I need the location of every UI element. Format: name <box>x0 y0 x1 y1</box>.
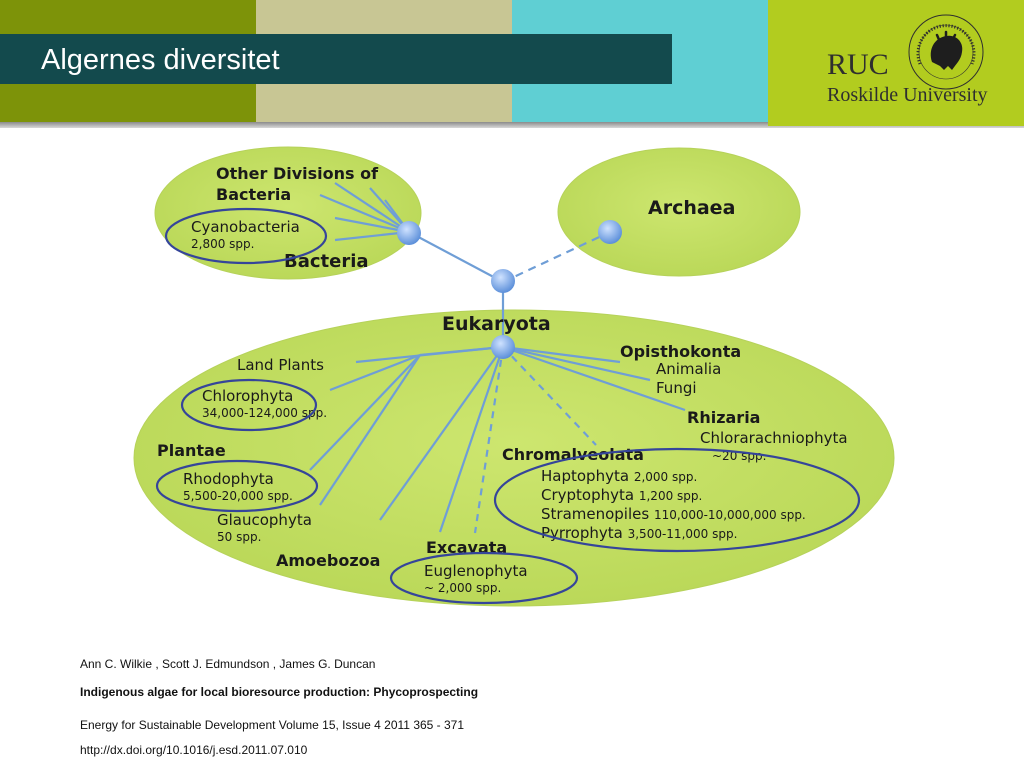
header-shadow <box>0 122 1024 128</box>
animalia-label: Animalia <box>656 360 721 378</box>
reference-journal: Energy for Sustainable Development Volum… <box>80 718 465 732</box>
bacteria-node <box>397 221 421 245</box>
other-bacteria-heading-line1: Other Divisions of <box>216 164 379 183</box>
chromalveolata-highlight-circle <box>493 447 861 553</box>
archaea-node <box>598 220 622 244</box>
eukaryota-ellipse <box>133 309 895 607</box>
pyrrophyta-label: Pyrrophyta 3,500-11,000 spp. <box>541 524 737 542</box>
pyrrophyta-spp: 3,500-11,000 spp. <box>628 527 738 541</box>
rhodophyta-spp: 5,500-20,000 spp. <box>183 489 293 503</box>
reference-authors: Ann C. Wilkie , Scott J. Edmundson , Jam… <box>80 657 376 671</box>
root-node <box>491 269 515 293</box>
cyanobacteria-label: Cyanobacteria <box>191 218 300 236</box>
chlorarachniophyta-label: Chlorarachniophyta <box>700 429 848 447</box>
haptophyta-label: Haptophyta 2,000 spp. <box>541 467 697 485</box>
title-bar <box>0 34 672 84</box>
euglenophyta-spp: ~ 2,000 spp. <box>424 581 501 595</box>
eukaryota-node <box>491 335 515 359</box>
archaea-branch <box>502 231 611 283</box>
haptophyta-spp: 2,000 spp. <box>634 470 697 484</box>
seal-lettering-ring <box>916 24 976 65</box>
rhizaria-label: Rhizaria <box>687 408 760 427</box>
plantae-label: Plantae <box>157 441 226 460</box>
glaucophyta-label: Glaucophyta <box>217 511 312 529</box>
eukaryota-dashed-branches <box>473 346 597 534</box>
glaucophyta-spp: 50 spp. <box>217 530 261 544</box>
page-title: Algernes diversitet <box>41 44 280 76</box>
opisthokonta-label: Opisthokonta <box>620 342 741 361</box>
land-plants-label: Land Plants <box>237 356 324 374</box>
reference-title: Indigenous algae for local bioresource p… <box>80 685 479 699</box>
bacteria-label: Bacteria <box>284 251 369 272</box>
eukaryota-label: Eukaryota <box>442 313 551 335</box>
chlorophyta-spp: 34,000-124,000 spp. <box>202 406 327 420</box>
euglenophyta-highlight-circle <box>389 551 579 605</box>
cryptophyta-label: Cryptophyta 1,200 spp. <box>541 486 702 504</box>
logo-name: Roskilde University <box>827 84 988 106</box>
chlorophyta-highlight-circle <box>180 378 318 432</box>
stramenopiles-label: Stramenopiles 110,000-10,000,000 spp. <box>541 505 806 523</box>
fungi-label: Fungi <box>656 379 697 397</box>
cyanobacteria-spp: 2,800 spp. <box>191 237 254 251</box>
eukaryota-branches <box>309 345 686 533</box>
rhodophyta-highlight-circle <box>155 459 319 513</box>
archaea-ellipse <box>557 147 801 277</box>
amoebozoa-label: Amoebozoa <box>276 551 380 570</box>
logo-abbrev: RUC <box>827 48 889 81</box>
chromalveolata-label: Chromalveolata <box>502 445 644 464</box>
rhodophyta-label: Rhodophyta <box>183 470 274 488</box>
cryptophyta-spp: 1,200 spp. <box>639 489 702 503</box>
phylogeny-diagram: Other Divisions of Bacteria Cyanobacteri… <box>133 146 895 607</box>
euglenophyta-label: Euglenophyta <box>424 562 528 580</box>
stramenopiles-spp: 110,000-10,000,000 spp. <box>654 508 806 522</box>
university-seal-icon <box>908 14 984 90</box>
chlorophyta-label: Chlorophyta <box>202 387 293 405</box>
bacteria-branches <box>319 182 504 283</box>
reference-doi[interactable]: http://dx.doi.org/10.1016/j.esd.2011.07.… <box>80 743 308 757</box>
cyanobacteria-highlight-circle <box>164 207 328 265</box>
archaea-label: Archaea <box>648 197 735 219</box>
other-bacteria-heading-line2: Bacteria <box>216 185 291 204</box>
